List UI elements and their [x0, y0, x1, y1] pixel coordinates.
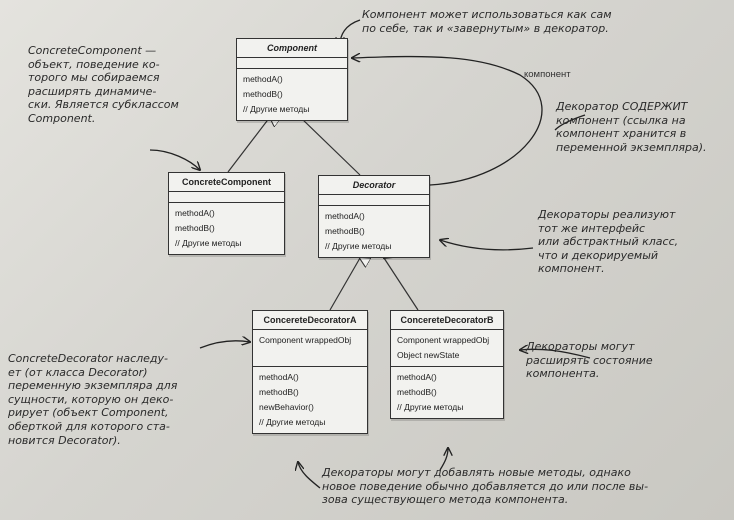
methods-section: methodA() methodB() // Другие методы: [237, 69, 347, 120]
decorator-class: Decorator methodA() methodB() // Другие …: [318, 175, 430, 258]
note-right-bottom: Декораторы могут расширять состояние ком…: [526, 340, 653, 381]
note-arrow-right-mid: [440, 240, 534, 251]
note-top-left: ConcreteComponent — объект, поведение ко…: [28, 44, 179, 125]
method: // Другие методы: [325, 241, 392, 251]
method: methodB(): [175, 223, 215, 233]
method: // Другие методы: [175, 238, 242, 248]
concrete-decorator-a-class: ConcereteDecoratorA Component wrappedObj…: [252, 310, 368, 434]
fields-section: [319, 195, 429, 206]
note-arrow-top-left: [149, 149, 200, 170]
note-arrow-bottom-right: [439, 448, 448, 471]
methods-section: methodA() methodB() // Другие методы: [319, 206, 429, 257]
association-curve: [352, 57, 543, 186]
fields-section: [169, 192, 284, 203]
method: // Другие методы: [259, 417, 326, 427]
concrete-decorator-b-class: ConcereteDecoratorB Component wrappedObj…: [390, 310, 504, 419]
fields-section: Component wrappedObj: [253, 330, 367, 367]
association-label: компонент: [524, 69, 571, 80]
method: // Другие методы: [397, 402, 464, 412]
field: Object newState: [397, 350, 460, 360]
note-arrow-left-bottom: [199, 341, 250, 349]
class-name: Component: [237, 39, 347, 58]
class-name: ConcereteDecoratorA: [253, 311, 367, 330]
class-name: Decorator: [319, 176, 429, 195]
class-name: ConcreteComponent: [169, 173, 284, 192]
inherit-line-decorator-b: [384, 258, 419, 311]
method: methodB(): [397, 387, 437, 397]
inherit-line-concrete-component: [227, 117, 270, 173]
method: // Другие методы: [243, 104, 310, 114]
methods-section: methodA() methodB() // Другие методы: [169, 203, 284, 254]
concrete-component-class: ConcreteComponent methodA() methodB() //…: [168, 172, 285, 255]
field: Component wrappedObj: [259, 335, 352, 345]
component-class: Component methodA() methodB() // Другие …: [236, 38, 348, 121]
methods-section: methodA() methodB() // Другие методы: [391, 367, 503, 418]
method: methodB(): [259, 387, 299, 397]
fields-section: Component wrappedObj Object newState: [391, 330, 503, 367]
method: methodA(): [325, 211, 365, 221]
inherit-line-decorator-a: [329, 258, 360, 311]
note-left-bottom: ConcreteDecorator наследу- ет (от класса…: [8, 352, 178, 447]
note-right-top: Декоратор СОДЕРЖИТ компонент (ссылка на …: [556, 100, 707, 154]
method: newBehavior(): [259, 402, 314, 412]
method: methodA(): [243, 74, 283, 84]
method: methodA(): [175, 208, 215, 218]
inherit-line-decorator: [300, 117, 361, 176]
field: Component wrappedObj: [397, 335, 490, 345]
method: methodB(): [243, 89, 283, 99]
method: methodA(): [397, 372, 437, 382]
method: methodA(): [259, 372, 299, 382]
method: methodB(): [325, 226, 365, 236]
note-arrow-right-top: [554, 114, 586, 131]
class-name: ConcereteDecoratorB: [391, 311, 503, 330]
note-bottom: Декораторы могут добавлять новые методы,…: [322, 466, 649, 507]
note-arrow-right-bottom: [520, 349, 591, 359]
note-right-mid: Декораторы реализуют тот же интерфейс ил…: [538, 208, 679, 276]
methods-section: methodA() methodB() newBehavior() // Дру…: [253, 367, 367, 433]
note-top-right: Компонент может использоваться как сам п…: [362, 8, 612, 35]
note-arrow-bottom-left: [298, 462, 321, 489]
fields-section: [237, 58, 347, 69]
